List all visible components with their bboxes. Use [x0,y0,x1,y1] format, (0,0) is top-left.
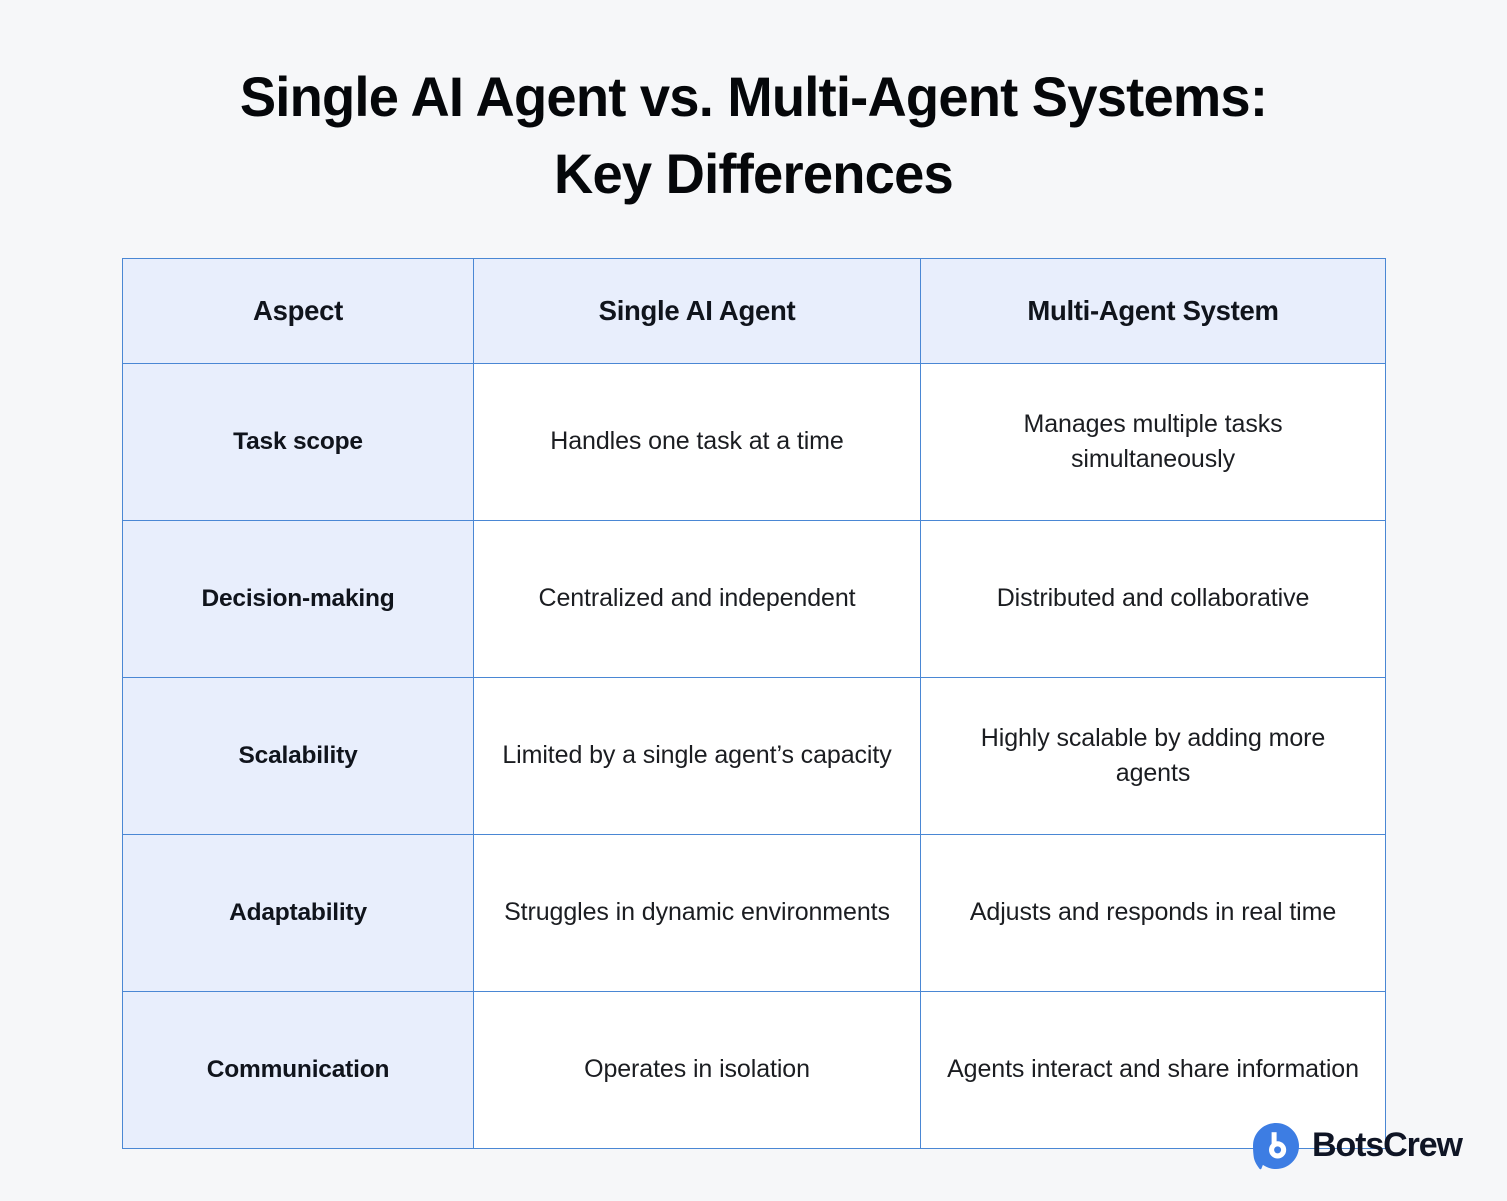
table-row: Scalability Limited by a single agent’s … [122,677,1386,835]
page-title-line-2: Key Differences [554,142,954,206]
cell-aspect-adaptability: Adaptability [122,834,474,992]
brand-logo: BotsCrew [1251,1117,1463,1175]
cell-aspect-task-scope: Task scope [122,363,474,521]
cell-single-adaptability: Struggles in dynamic environments [473,834,921,992]
table-header-row: Aspect Single AI Agent Multi-Agent Syste… [122,258,1386,364]
brand-name: BotsCrew [1312,1126,1463,1164]
cell-multi-decision-making: Distributed and collaborative [920,520,1386,678]
cell-single-task-scope: Handles one task at a time [473,363,921,521]
table-row: Decision-making Centralized and independ… [122,520,1386,678]
table-row: Adaptability Struggles in dynamic enviro… [122,834,1386,992]
cell-multi-scalability: Highly scalable by adding more agents [920,677,1386,835]
table-row: Communication Operates in isolation Agen… [122,991,1386,1149]
cell-aspect-scalability: Scalability [122,677,474,835]
cell-multi-adaptability: Adjusts and responds in real time [920,834,1386,992]
cell-multi-communication: Agents interact and share information [920,991,1386,1149]
cell-single-communication: Operates in isolation [473,991,921,1149]
table-row: Task scope Handles one task at a time Ma… [122,363,1386,521]
cell-single-decision-making: Centralized and independent [473,520,921,678]
cell-aspect-communication: Communication [122,991,474,1149]
column-header-multi-agent-system: Multi-Agent System [920,258,1386,364]
botscrew-speech-bubble-b-icon [1251,1121,1301,1171]
column-header-single-ai-agent: Single AI Agent [473,258,921,364]
page-title-line-1: Single AI Agent vs. Multi-Agent Systems: [239,65,1268,128]
cell-multi-task-scope: Manages multiple tasks simultaneously [920,363,1386,521]
cell-aspect-decision-making: Decision-making [122,520,474,678]
comparison-table: Aspect Single AI Agent Multi-Agent Syste… [122,258,1386,1149]
page-title: Single AI Agent vs. Multi-Agent Systems:… [141,58,1366,213]
column-header-aspect: Aspect [122,258,474,364]
cell-single-scalability: Limited by a single agent’s capacity [473,677,921,835]
